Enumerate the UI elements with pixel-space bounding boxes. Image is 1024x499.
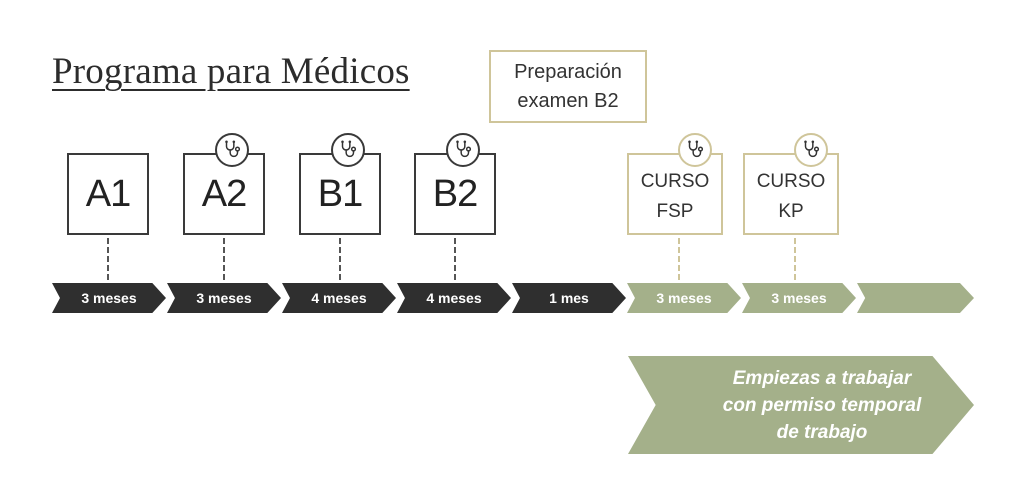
course-fsp-line1: CURSO [640,171,710,192]
course-fsp-line2: FSP [656,201,694,222]
timeline-step-3: 4 meses [282,283,396,313]
course-kp-box: CURSO KP [743,153,839,235]
stethoscope-icon [794,133,828,167]
timeline-step-1: 3 meses [52,283,166,313]
timeline-step-8 [857,283,974,313]
level-b2-box: B2 [414,153,496,235]
stethoscope-icon [678,133,712,167]
b2-exam-prep-box: Preparación examen B2 [489,50,647,123]
level-a2-box: A2 [183,153,265,235]
connector-kp [794,238,796,280]
connector-a1 [107,238,109,280]
connector-b1 [339,238,341,280]
connector-fsp [678,238,680,280]
course-fsp-box: CURSO FSP [627,153,723,235]
stethoscope-icon [446,133,480,167]
work-permit-arrow: Empiezas a trabajar con permiso temporal… [628,356,974,454]
page-title: Programa para Médicos [52,51,410,92]
timeline-step-5: 1 mes [512,283,626,313]
stethoscope-icon [331,133,365,167]
connector-a2 [223,238,225,280]
prep-box-line1: Preparación [514,60,622,83]
level-b1-box: B1 [299,153,381,235]
work-arrow-line1: Empiezas a trabajar [732,367,912,389]
level-a1-box: A1 [67,153,149,235]
course-kp-line2: KP [778,201,804,222]
connector-b2 [454,238,456,280]
course-kp-line1: CURSO [756,171,826,192]
work-arrow-line2: con permiso temporal [722,394,922,416]
timeline-step-4: 4 meses [397,283,511,313]
stethoscope-icon [215,133,249,167]
timeline-step-2: 3 meses [167,283,281,313]
timeline-step-6: 3 meses [627,283,741,313]
prep-box-line2: examen B2 [517,89,619,112]
timeline-step-7: 3 meses [742,283,856,313]
work-arrow-line3: de trabajo [776,421,868,443]
